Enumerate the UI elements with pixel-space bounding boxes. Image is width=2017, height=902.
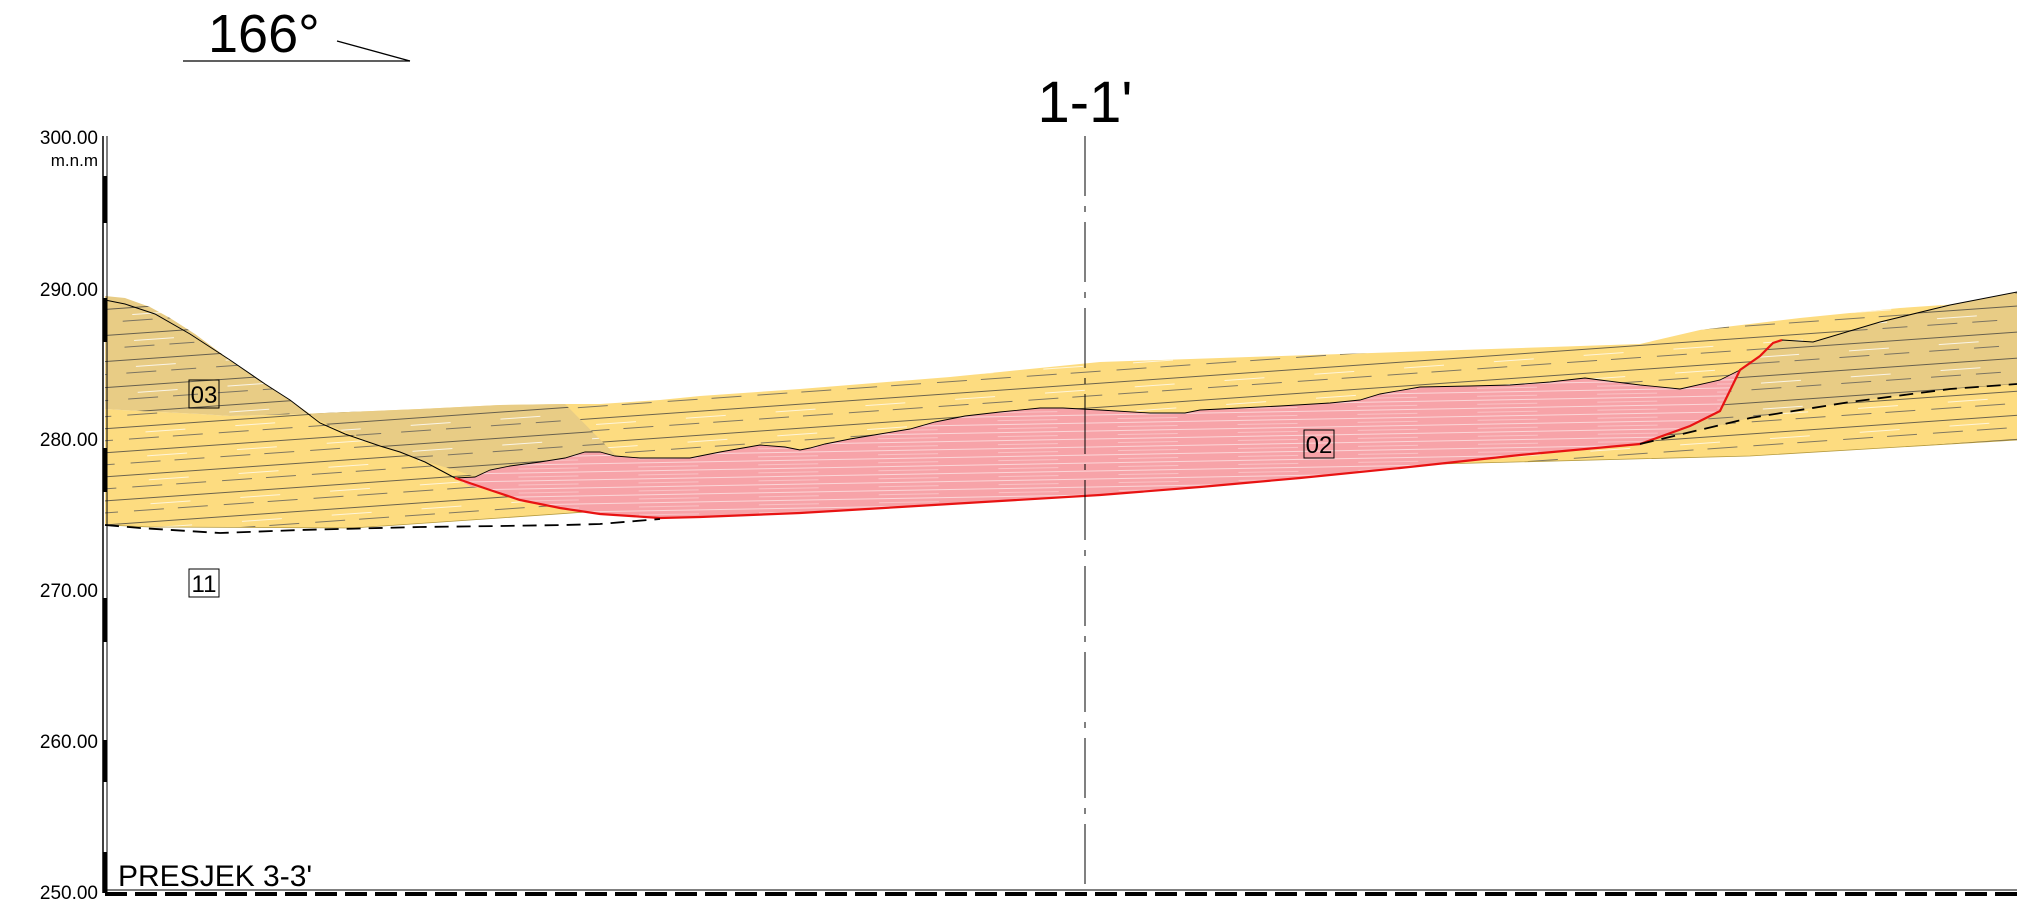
layer-tag-02: 02 <box>1306 432 1333 459</box>
layer-02-hatch <box>455 370 1740 518</box>
orientation-arrow <box>336 40 411 62</box>
y-axis-unit: m.n.m <box>51 151 98 170</box>
y-tick-280: 280.00 <box>40 430 98 451</box>
dashed-geologic-contact-right <box>1639 383 2017 445</box>
y-tick-300: 300.00 <box>40 128 98 149</box>
orientation-label: 166° <box>208 4 320 64</box>
layer-03-right-hatch <box>1640 292 2017 444</box>
y-tick-250: 250.00 <box>40 883 98 902</box>
terrain-surface-landslide-line <box>454 369 1741 479</box>
sliding-surface-boundary <box>454 338 1783 520</box>
layer-tag-11-box <box>188 568 220 598</box>
layer-tag-03: 03 <box>191 382 218 409</box>
layer-tag-03-box <box>188 379 220 409</box>
layer-03-left-hatch <box>105 296 660 504</box>
dashed-geologic-contact <box>104 518 661 534</box>
section-title: 1-1' <box>1038 70 1133 135</box>
y-tick-260: 260.00 <box>40 732 98 753</box>
y-tick-290: 290.00 <box>40 280 98 301</box>
section-name: PRESJEK 3-3' <box>118 860 312 893</box>
y-axis-scale-bars <box>103 176 107 893</box>
y-tick-270: 270.00 <box>40 581 98 602</box>
layer-tag-11: 11 <box>192 571 217 598</box>
layer-tag-02-box <box>1303 429 1335 459</box>
